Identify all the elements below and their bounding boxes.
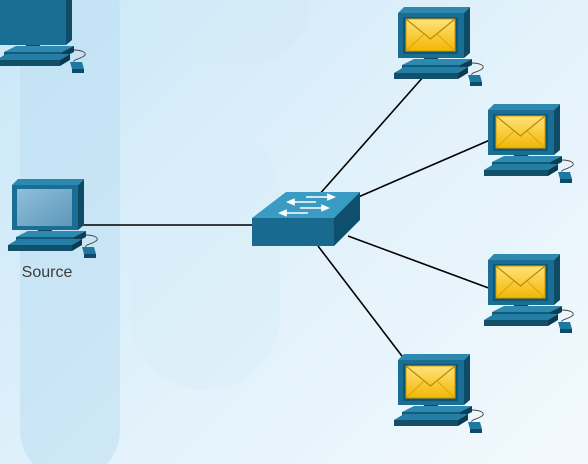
envelope-icon [405,18,456,52]
link-switch-pc4 [317,245,406,361]
link-switch-pc1 [317,75,425,197]
computer-2[interactable] [483,103,574,184]
computer-1[interactable] [393,6,484,87]
source-screen [17,189,72,226]
link-switch-pc2 [355,139,491,199]
links [82,75,495,361]
link-switch-pc3 [347,235,495,291]
computer-template [0,0,86,73]
source-computer[interactable] [7,178,98,259]
envelope-icon [495,115,546,149]
envelope-icon [405,365,456,399]
computer-3[interactable] [483,253,574,334]
envelope-icon [495,265,546,299]
switch-icon[interactable] [252,192,360,246]
computer-4[interactable] [393,353,484,434]
source-label: Source [21,264,73,281]
